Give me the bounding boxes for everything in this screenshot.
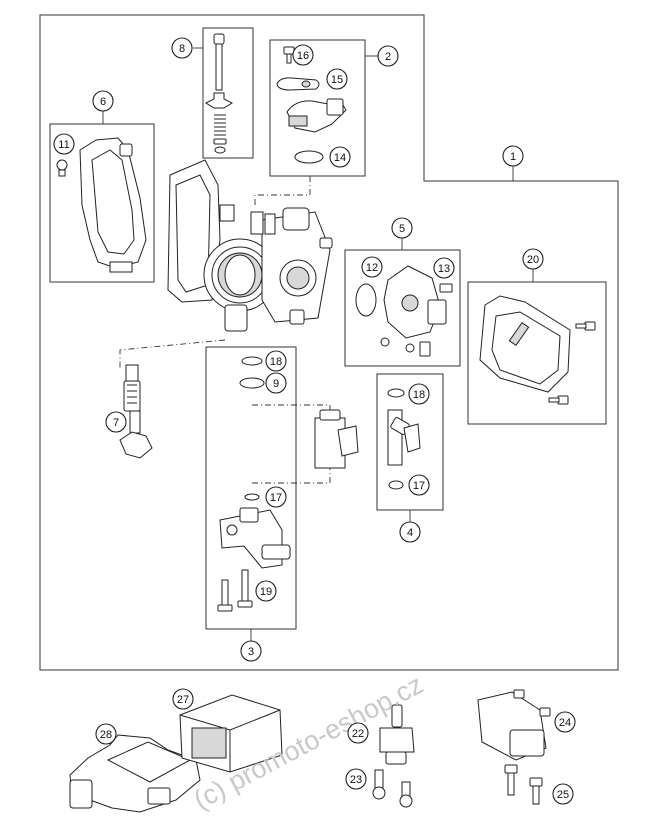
injector-icon xyxy=(387,388,421,490)
callout-2: 2 xyxy=(377,45,399,67)
callout-number: 7 xyxy=(113,417,119,429)
callout-number: 20 xyxy=(527,254,539,266)
callout-4: 4 xyxy=(399,521,421,543)
ecu-icon xyxy=(179,694,283,773)
callout-number: 24 xyxy=(559,717,571,729)
spark-plug-icon xyxy=(119,364,153,459)
callout-6: 6 xyxy=(92,90,114,112)
callout-22: 22 xyxy=(347,722,369,744)
callout-number: 2 xyxy=(385,51,391,63)
callout-number: 1 xyxy=(510,151,516,163)
callout-number: 5 xyxy=(399,223,405,235)
bracket-icon xyxy=(56,137,147,273)
callout-number: 23 xyxy=(350,774,362,786)
callout-16: 16 xyxy=(292,44,314,66)
group-8-frame xyxy=(202,27,254,159)
callout-8: 8 xyxy=(171,37,193,59)
callout-number: 17 xyxy=(413,480,425,492)
callout-number: 18 xyxy=(413,389,425,401)
sensor-block-icon xyxy=(479,295,596,405)
group-20-frame xyxy=(467,281,607,425)
callout-number: 17 xyxy=(270,492,282,504)
callout-number: 22 xyxy=(352,728,364,740)
group-6-frame xyxy=(49,123,155,283)
callout-number: 18 xyxy=(270,356,282,368)
callout-9: 9 xyxy=(265,372,287,394)
callout-7: 7 xyxy=(105,411,127,433)
callout-24: 24 xyxy=(554,711,576,733)
screw-icon xyxy=(372,769,413,808)
group-2-frame xyxy=(269,39,366,177)
callout-13: 13 xyxy=(433,257,455,279)
o-ring-icon xyxy=(239,356,265,501)
map-sensor-icon xyxy=(355,265,453,357)
screw-icon xyxy=(504,764,543,805)
callout-28: 28 xyxy=(95,723,117,745)
throttle-body-icon xyxy=(167,159,333,332)
callout-number: 3 xyxy=(248,646,254,658)
group-5-frame xyxy=(344,249,461,367)
callout-number: 28 xyxy=(100,729,112,741)
callout-17: 17 xyxy=(265,486,287,508)
sensor-icon xyxy=(286,98,347,133)
callout-17: 17 xyxy=(408,474,430,496)
callout-3: 3 xyxy=(240,640,262,662)
callout-14: 14 xyxy=(329,146,351,168)
callout-18: 18 xyxy=(408,383,430,405)
sensor-lever-part xyxy=(276,77,320,91)
injector-icon xyxy=(314,409,359,469)
callout-number: 15 xyxy=(331,74,343,86)
callout-25: 25 xyxy=(552,783,574,805)
callout-number: 9 xyxy=(273,378,279,390)
callout-20: 20 xyxy=(522,248,544,270)
ecu-icon xyxy=(69,734,201,813)
callout-number: 16 xyxy=(297,50,309,62)
callout-number: 13 xyxy=(438,263,450,275)
callout-1: 1 xyxy=(502,145,524,167)
callout-15: 15 xyxy=(326,68,348,90)
idle-screw-icon xyxy=(204,33,234,154)
callout-27: 27 xyxy=(172,688,194,710)
connector-icon xyxy=(477,689,551,761)
callout-5: 5 xyxy=(391,217,413,239)
callout-number: 8 xyxy=(179,43,185,55)
sensor-icon xyxy=(379,704,415,765)
callout-12: 12 xyxy=(361,256,383,278)
callout-number: 11 xyxy=(58,139,69,151)
callout-number: 27 xyxy=(177,694,189,706)
main-assembly-frame xyxy=(39,14,619,671)
callout-11: 11 xyxy=(53,133,75,155)
screw-icon xyxy=(283,46,295,64)
callout-number: 14 xyxy=(334,152,346,164)
callout-number: 12 xyxy=(366,262,378,274)
callout-18: 18 xyxy=(265,350,287,372)
callout-19: 19 xyxy=(255,580,277,602)
callout-23: 23 xyxy=(345,768,367,790)
screw-icon xyxy=(217,569,253,612)
callout-number: 19 xyxy=(260,586,272,598)
callout-number: 25 xyxy=(557,789,569,801)
injector-bracket-icon xyxy=(219,507,291,569)
o-ring-icon xyxy=(294,150,324,164)
callout-number: 4 xyxy=(407,527,413,539)
callout-number: 6 xyxy=(100,96,106,108)
